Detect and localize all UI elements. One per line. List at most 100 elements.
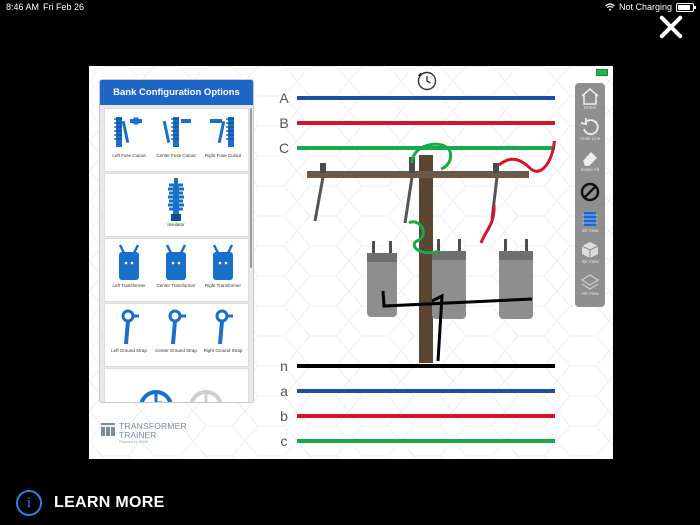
phase-label-C: C — [278, 140, 290, 156]
2d-view-button[interactable]: 2D View — [575, 210, 605, 233]
right-toolbar: Home Undo Line Erase All 2D View — [575, 83, 605, 307]
rotate-icon-faded[interactable] — [187, 379, 225, 403]
crossarm — [307, 171, 529, 178]
wifi-icon — [605, 3, 615, 11]
fuse-cutout-icon — [313, 176, 499, 224]
phase-line-A[interactable] — [297, 96, 555, 100]
right-transformer-option[interactable]: Right Transformer — [200, 243, 246, 288]
status-date: Fri Feb 26 — [43, 2, 85, 12]
logo-line2: TRAINER — [119, 430, 157, 440]
secondary-line-a[interactable] — [297, 389, 555, 393]
learn-more-label: LEARN MORE — [54, 494, 165, 511]
insulator-option[interactable]: Insulator — [153, 178, 199, 227]
phase-line-B[interactable] — [297, 121, 555, 125]
ar-view-label: AR View — [581, 291, 599, 296]
rotate-icon[interactable] — [137, 379, 175, 403]
option-label: Center Fuse Cutout — [156, 153, 196, 158]
charging-status: Not Charging — [618, 2, 672, 12]
logo-line1: TRANSFORMER — [119, 421, 187, 431]
transformer-icon — [212, 244, 234, 280]
battery-icon — [676, 2, 696, 12]
status-bar: 8:46 AM Fri Feb 26 Not Charging — [0, 0, 700, 14]
logo-line3: Powered by HUBB — [119, 440, 149, 444]
option-label: Left Transformer — [112, 283, 146, 288]
phase-label-c: c — [280, 433, 288, 449]
option-label: Insulator — [167, 222, 185, 227]
insulator-row: Insulator — [104, 173, 249, 237]
undo-icon — [580, 118, 599, 136]
bank-config-panel: Bank Configuration Options Left Fuse Cut… — [99, 79, 254, 403]
erase-all-label: Erase All — [581, 167, 599, 172]
battery-mini-icon — [596, 69, 608, 76]
ground-strap-icon — [168, 309, 186, 345]
secondary-line-c[interactable] — [297, 439, 555, 443]
erase-all-button[interactable]: Erase All — [575, 149, 605, 172]
2d-view-label: 2D View — [581, 228, 599, 233]
secondary-line-b[interactable] — [297, 414, 555, 418]
panel-scrollbar[interactable] — [250, 108, 252, 268]
phase-label-b: b — [280, 408, 288, 424]
option-label: Right Transformer — [204, 283, 241, 288]
phase-label-B: B — [279, 115, 289, 131]
fuse-cutout-icon — [162, 117, 191, 147]
insulator-icon — [168, 178, 184, 221]
close-icon[interactable] — [658, 14, 684, 40]
left-transformer-option[interactable]: Left Transformer — [106, 243, 152, 288]
home-icon — [581, 88, 599, 105]
center-ground-strap-option[interactable]: Center Ground Strap — [153, 308, 199, 353]
ar-view-icon — [580, 274, 600, 290]
fuse-cutout-icon — [210, 117, 234, 147]
no-drawing-icon — [580, 182, 600, 202]
panel-title: Bank Configuration Options — [100, 80, 253, 105]
option-label: Right Ground Strap — [203, 348, 243, 353]
eraser-icon — [583, 152, 597, 166]
fuse-cutout-icon — [114, 117, 142, 147]
learn-more-button[interactable]: i LEARN MORE — [16, 490, 165, 516]
status-time: 8:46 AM — [6, 2, 40, 12]
center-transformer-option[interactable]: Center Transformer — [153, 243, 199, 288]
3d-view-button[interactable]: 3D View — [575, 241, 605, 264]
neutral-line[interactable] — [297, 364, 555, 368]
phase-c-jumper — [408, 142, 453, 255]
transformer-row: Left Transformer Center Transformer Righ… — [104, 238, 249, 302]
info-icon: i — [16, 490, 42, 516]
option-label: Center Transformer — [156, 283, 196, 288]
trainer-canvas: Bank Configuration Options Left Fuse Cut… — [89, 66, 613, 459]
phase-label-A: A — [279, 90, 289, 106]
center-fuse-cutout-option[interactable]: Center Fuse Cutout — [153, 113, 199, 158]
neutral-jumper-wires — [381, 290, 533, 362]
rotation-row — [104, 368, 249, 403]
3d-view-label: 3D View — [581, 259, 599, 264]
status-right: Not Charging — [605, 2, 696, 12]
ground-strap-row: Left Ground Strap Center Ground Strap Ri… — [104, 303, 249, 367]
3d-view-icon — [581, 242, 599, 258]
option-label: Right Fuse Cutout — [204, 153, 242, 158]
ar-view-button[interactable]: AR View — [575, 273, 605, 296]
timer-icon[interactable] — [416, 70, 438, 92]
phase-line-C[interactable] — [297, 146, 555, 150]
no-drawing-button[interactable] — [575, 181, 605, 203]
right-fuse-cutout-option[interactable]: Right Fuse Cutout — [200, 113, 246, 158]
utility-pole — [419, 155, 433, 363]
ground-strap-icon — [215, 309, 233, 345]
phase-label-n: n — [280, 358, 288, 374]
right-ground-strap-option[interactable]: Right Ground Strap — [200, 308, 246, 353]
option-label: Center Ground Strap — [155, 348, 197, 353]
home-button[interactable]: Home — [575, 87, 605, 110]
undo-line-label: Undo Line — [579, 136, 601, 141]
undo-line-button[interactable]: Undo Line — [575, 118, 605, 141]
2d-view-icon — [582, 212, 598, 226]
transformer-icon — [165, 244, 187, 280]
transformer-bank-scene — [307, 141, 556, 363]
fuse-cutout-row: Left Fuse Cutout Center Fuse Cutout Righ… — [104, 108, 249, 172]
option-label: Left Ground Strap — [111, 348, 147, 353]
transformer-trainer-logo: TRANSFORMER TRAINER Powered by HUBB — [101, 419, 191, 449]
phase-b-jumper — [479, 141, 556, 244]
left-fuse-cutout-option[interactable]: Left Fuse Cutout — [106, 113, 152, 158]
left-ground-strap-option[interactable]: Left Ground Strap — [106, 308, 152, 353]
ground-strap-icon — [121, 309, 139, 345]
home-label: Home — [583, 105, 596, 110]
insulator-icon — [320, 157, 499, 173]
option-label: Left Fuse Cutout — [112, 153, 146, 158]
logo-mark-icon — [101, 423, 115, 436]
